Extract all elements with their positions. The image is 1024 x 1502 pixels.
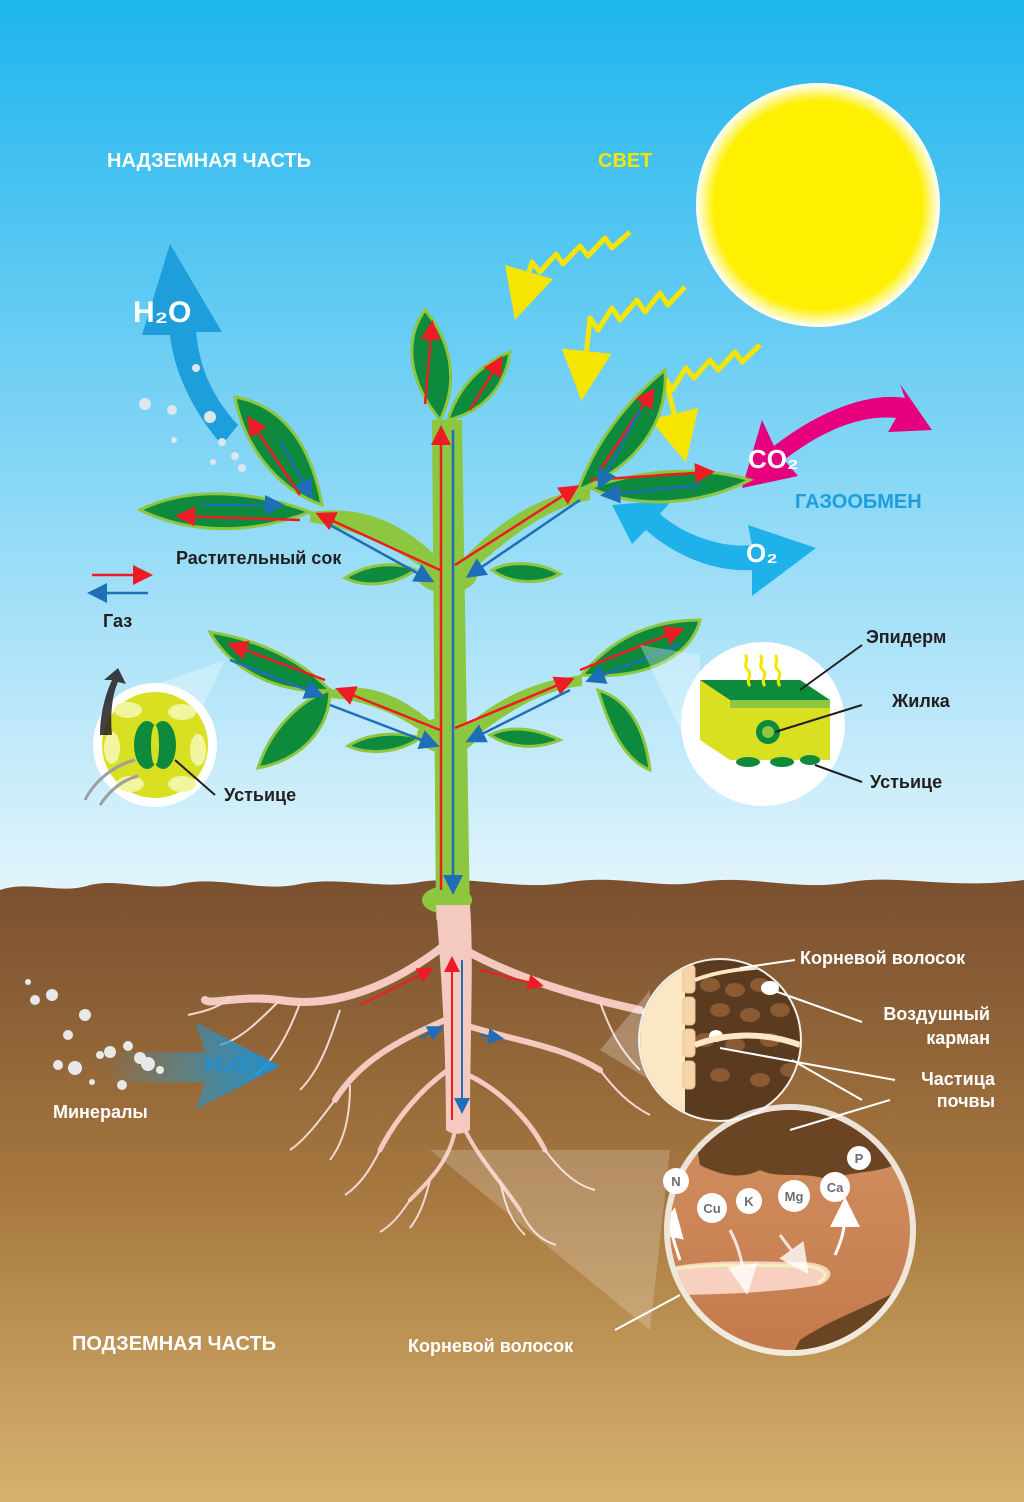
gas-flow-arrows <box>200 409 701 895</box>
co2-arrow <box>742 384 932 488</box>
stoma-left-label: Устьице <box>224 785 297 805</box>
water-droplets <box>139 364 246 472</box>
leaf-section-inset <box>640 642 863 806</box>
ion-k: K <box>736 1188 762 1214</box>
leaf-lower-right-small <box>486 727 564 748</box>
leaf-lower-right-2 <box>595 687 652 773</box>
ion-n: N <box>663 1168 689 1194</box>
o2-arrow <box>612 500 816 596</box>
air-pocket-label: Воздушный карман <box>883 1004 990 1048</box>
ion-ca: Ca <box>820 1172 850 1202</box>
stoma-right-label: Устьице <box>870 772 943 792</box>
gas-legend-label: Газ <box>103 611 133 631</box>
epidermis-label: Эпидерм <box>866 627 947 647</box>
root-hair-inset <box>600 958 896 1122</box>
ion-p: P <box>847 1146 871 1170</box>
legend-arrows <box>87 565 153 603</box>
h2o-top-label: H₂O <box>133 296 192 329</box>
sun <box>696 83 940 327</box>
h2o-transpiration-arrow <box>142 244 238 445</box>
co2-label: CO₂ <box>748 444 799 474</box>
soil-particle-label: Частица почвы <box>921 1069 995 1111</box>
leaf-lower-left-2 <box>255 687 332 770</box>
h2o-soil-label: H₂O <box>205 1052 248 1077</box>
leaf-upper-right-small <box>489 562 564 583</box>
stoma-inset-left <box>83 660 225 807</box>
ion-mg: Mg <box>778 1180 810 1212</box>
above-ground-title: НАДЗЕМНАЯ ЧАСТЬ <box>107 150 312 172</box>
gas-exchange-label: ГАЗООБМЕН <box>795 491 922 513</box>
minerals-h2o-arrow <box>100 1022 280 1110</box>
sap-flow-arrows <box>175 320 715 890</box>
light-label: СВЕТ <box>598 150 653 172</box>
underground-title: ПОДЗЕМНАЯ ЧАСТЬ <box>72 1333 277 1355</box>
sap-legend-label: Растительный сок <box>176 548 342 568</box>
vein-label: Жилка <box>892 691 950 711</box>
minerals-label: Минералы <box>53 1102 148 1122</box>
root-hair-top-label: Корневой волосок <box>800 948 966 968</box>
root-hair-bottom-label: Корневой волосок <box>408 1336 574 1356</box>
o2-label: O₂ <box>746 538 778 568</box>
mineral-particles <box>25 979 164 1090</box>
ion-cu: Cu <box>697 1193 727 1223</box>
light-rays <box>505 230 762 463</box>
